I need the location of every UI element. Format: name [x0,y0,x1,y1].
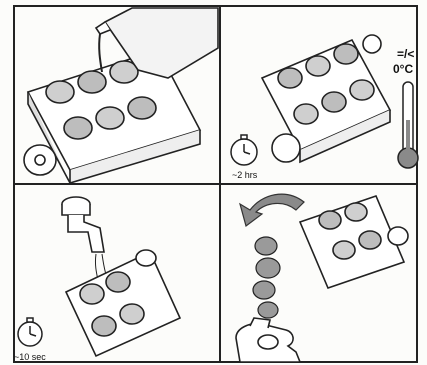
curved-arrow-icon [240,194,304,226]
hand-icon [236,318,300,362]
ice-cube-stack [253,237,280,318]
ice-tray-icon [300,196,408,288]
